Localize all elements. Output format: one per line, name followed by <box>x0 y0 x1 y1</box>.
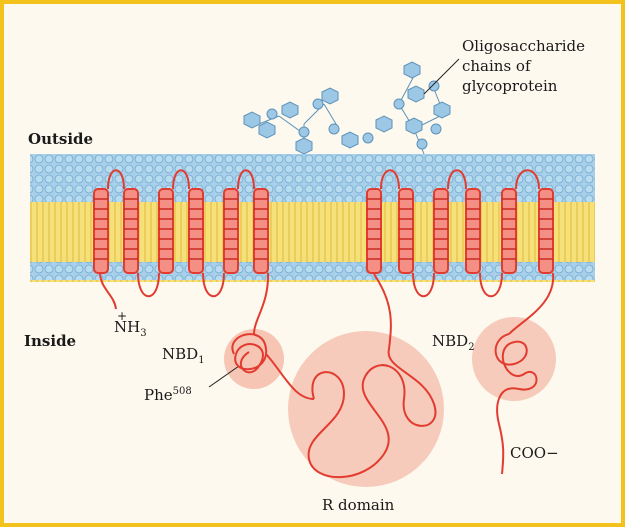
r-domain-label: R domain <box>322 498 394 513</box>
nbd2-text: NBD <box>432 332 468 350</box>
nh3-charge: + <box>117 310 127 322</box>
phe508-label: Phe508 <box>144 387 192 403</box>
coo-label: COO− <box>510 446 559 461</box>
oligosaccharide-label-line2: chains of <box>462 56 585 76</box>
outside-label: Outside <box>28 132 93 147</box>
nh3-label: + NH3 <box>114 320 147 339</box>
nbd2-subscript: 2 <box>468 342 474 353</box>
oligosaccharide-label-line3: glycoprotein <box>462 76 585 96</box>
nbd2-label: NBD2 <box>432 334 475 353</box>
oligosaccharide-label-line1: Oligosaccharide <box>462 36 585 56</box>
oligosaccharide-label: Oligosaccharide chains of glycoprotein <box>462 36 585 96</box>
phe508-text: Phe <box>144 386 173 404</box>
phe508-superscript: 508 <box>173 386 192 397</box>
nbd1-label: NBD1 <box>162 347 205 366</box>
nh3-subscript: 3 <box>140 328 146 339</box>
inside-label: Inside <box>24 334 76 349</box>
nbd1-subscript: 1 <box>198 355 204 366</box>
oligosaccharide-chains <box>244 62 450 154</box>
nbd1-text: NBD <box>162 345 198 363</box>
